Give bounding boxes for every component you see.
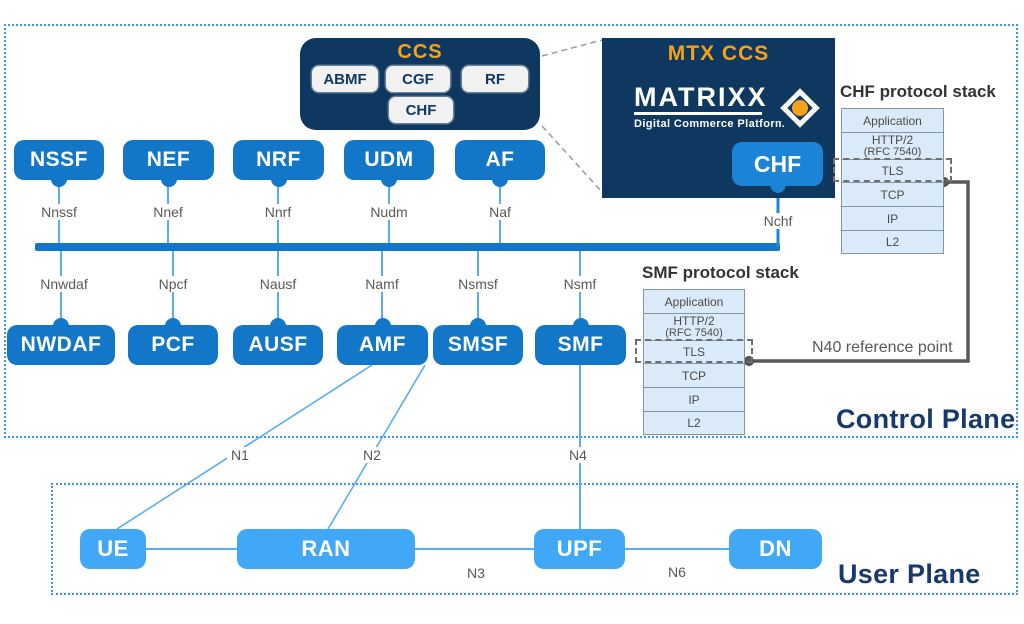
- smf-tls-dashed-outline: [635, 339, 753, 363]
- matrixx-logo-text: MATRIXX: [634, 82, 768, 112]
- refpoint-label-n3: N3: [463, 565, 489, 581]
- smf-protocol-stack: Application HTTP/2(RFC 7540) TLS TCP IP …: [635, 289, 753, 435]
- layer-subtext: (RFC 7540): [665, 327, 723, 339]
- zoom-callout-line-bottom: [541, 125, 603, 193]
- ccs-title: CCS: [397, 41, 443, 63]
- interface-label-namf: Namf: [361, 276, 403, 292]
- interface-label-nnef: Nnef: [149, 204, 187, 220]
- mtx-chf-node: CHF: [732, 142, 823, 186]
- interface-label-nnssf: Nnssf: [37, 204, 81, 220]
- control-plane-region: [4, 24, 1018, 438]
- interface-label-nnwdaf: Nnwdaf: [36, 276, 92, 292]
- interface-label-nnrf: Nnrf: [260, 204, 296, 220]
- layer-text: TCP: [682, 368, 706, 383]
- smf-layer-application: Application: [644, 290, 744, 313]
- diamond-orange-dot: [792, 100, 808, 116]
- ccs-chip-cgf: CGF: [386, 66, 450, 92]
- matrixx-logo-rule: [634, 112, 762, 115]
- nf-node-pcf: PCF: [128, 325, 218, 365]
- layer-text: HTTP/2: [871, 133, 914, 147]
- chf-tls-dashed-outline: [833, 158, 952, 182]
- nf-node-nrf: NRF: [233, 140, 324, 180]
- nf-node-nwdaf: NWDAF: [7, 325, 115, 365]
- layer-text: TCP: [880, 187, 905, 202]
- zoom-callout-line-top: [541, 39, 603, 57]
- chf-layer-tcp: TCP: [842, 182, 943, 206]
- interface-label-naf: Naf: [485, 204, 515, 220]
- smf-layer-l2: L2: [644, 411, 744, 434]
- nf-node-amf: AMF: [337, 325, 428, 365]
- service-bus: [35, 243, 780, 251]
- ccs-chip-chf: CHF: [389, 97, 453, 123]
- layer-text: IP: [688, 392, 700, 407]
- smf-layer-tcp: TCP: [644, 363, 744, 387]
- refpoint-label-n4: N4: [565, 447, 591, 463]
- user-plane-region: [51, 483, 1018, 595]
- layer-text: IP: [886, 211, 899, 226]
- layer-subtext: (RFC 7540): [863, 146, 922, 158]
- chf-stack-title: CHF protocol stack: [840, 82, 996, 101]
- layer-text: HTTP/2: [673, 314, 715, 328]
- chf-layer-ip: IP: [842, 206, 943, 230]
- chf-layer-application: Application: [842, 109, 943, 132]
- nf-node-udm: UDM: [344, 140, 434, 180]
- smf-stack-title: SMF protocol stack: [642, 263, 799, 282]
- refpoint-label-n2: N2: [359, 447, 385, 463]
- matrixx-tagline: Digital Commerce Platform: [634, 118, 786, 130]
- nf-node-smf: SMF: [535, 325, 626, 365]
- control-plane-title: Control Plane: [836, 404, 1016, 434]
- up-node-ran: RAN: [237, 529, 415, 569]
- nf-node-nssf: NSSF: [14, 140, 104, 180]
- layer-text: L2: [687, 416, 701, 430]
- diamond-gap: [809, 88, 820, 99]
- n40-reference-point-label: N40 reference point: [812, 339, 953, 356]
- smf-layer-http2: HTTP/2(RFC 7540): [644, 313, 744, 340]
- chf-layer-http2: HTTP/2(RFC 7540): [842, 132, 943, 159]
- n40-line: [749, 180, 970, 363]
- interface-label-nudm: Nudm: [366, 204, 412, 220]
- chf-protocol-stack: Application HTTP/2(RFC 7540) TLS TCP IP …: [833, 108, 952, 254]
- interface-label-nchf: Nchf: [759, 213, 797, 229]
- diamond-gap: [780, 88, 791, 99]
- up-node-upf: UPF: [534, 529, 625, 569]
- diamond-gap: [809, 117, 820, 128]
- ccs-chip-abmf: ABMF: [312, 66, 378, 92]
- interface-label-nsmsf: Nsmsf: [454, 276, 502, 292]
- nf-node-ausf: AUSF: [233, 325, 323, 365]
- chf-layer-l2: L2: [842, 230, 943, 253]
- refpoint-label-n1: N1: [227, 447, 253, 463]
- nf-node-af: AF: [455, 140, 545, 180]
- smf-layer-ip: IP: [644, 387, 744, 411]
- diamond-gap: [780, 117, 791, 128]
- ccs-chip-rf: RF: [462, 66, 528, 92]
- mtx-ccs-title: MTX CCS: [667, 42, 770, 65]
- nf-node-nef: NEF: [123, 140, 214, 180]
- layer-text: TLS: [881, 164, 904, 178]
- layer-text: Application: [863, 113, 922, 128]
- layer-text: TLS: [682, 345, 705, 359]
- layer-text: Application: [664, 294, 724, 309]
- matrixx-diamond-icon: [776, 84, 824, 132]
- interface-label-npcf: Npcf: [154, 276, 192, 292]
- interface-label-nsmf: Nsmf: [559, 276, 601, 292]
- up-node-ue: UE: [80, 529, 146, 569]
- up-node-dn: DN: [729, 529, 822, 569]
- nf-node-smsf: SMSF: [433, 325, 523, 365]
- user-plane-title: User Plane: [838, 559, 981, 589]
- layer-text: L2: [885, 235, 900, 249]
- interface-label-nausf: Nausf: [255, 276, 301, 292]
- refpoint-label-n6: N6: [664, 564, 690, 580]
